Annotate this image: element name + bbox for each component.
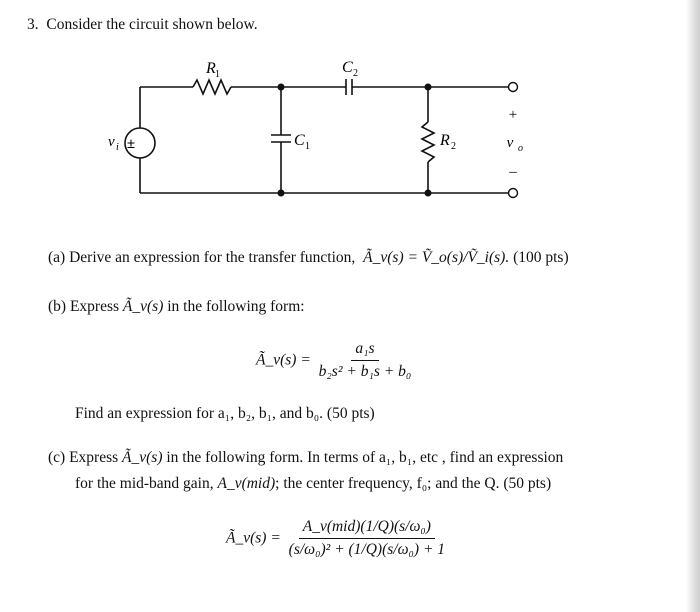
part-c-line2: for the mid-band gain, A_v(mid); the cen… [75, 475, 551, 493]
junction-dot [277, 83, 285, 91]
junction-dot [277, 189, 285, 197]
output-label: v [507, 135, 514, 151]
part-b-find: Find an expression for a₁, b₂, b₁, and b… [75, 405, 375, 422]
part-c-text-before: Express [69, 449, 119, 466]
output-terminal-top [507, 81, 519, 93]
source-sub: i [116, 142, 119, 153]
part-c-eq-num: A_v(mid)(1/Q)(s/ω₀) [298, 518, 435, 539]
r2-sub: 2 [451, 141, 456, 152]
problem-header: 3. Consider the circuit shown below. [27, 16, 258, 34]
part-a-formula: Ã_v(s) = Ṽ_o(s)/Ṽ_i(s). [363, 249, 510, 266]
part-b-label: (b) [48, 298, 67, 315]
output-sub: o [518, 143, 523, 154]
c2-label: C [342, 59, 353, 76]
part-a-points: (100 pts) [513, 249, 569, 266]
part-c-label: (c) [48, 449, 66, 466]
r2-resistor [420, 121, 436, 163]
output-minus: – [508, 164, 517, 180]
c2-sub: 2 [353, 68, 358, 79]
source-label: v [108, 134, 115, 150]
c1-sub: 1 [305, 141, 310, 152]
part-b-eq-num: a₁s [351, 340, 379, 361]
part-b-text-after: in the following form: [167, 298, 305, 315]
source-circle [124, 127, 156, 159]
problem-number: 3. [27, 16, 39, 33]
problem-intro: Consider the circuit shown below. [46, 16, 258, 33]
part-b-text-before: Express [69, 298, 120, 315]
c1-label: C [294, 132, 305, 149]
output-plus: + [509, 107, 517, 123]
part-b-eq-lhs: Ã_v(s) = [256, 351, 311, 369]
part-a-text: Derive an expression for the transfer fu… [69, 249, 356, 266]
r1-resistor [192, 77, 232, 97]
part-c-equation: Ã_v(s) = A_v(mid)(1/Q)(s/ω₀) (s/ω₀)² + (… [226, 518, 449, 559]
page-edge-shadow [686, 0, 700, 612]
part-b-eq-den: b₂s² + b₁s + b₀ [318, 363, 412, 380]
part-a: (a) Derive an expression for the transfe… [48, 249, 569, 267]
part-b-intro: (b) Express Ã_v(s) in the following form… [48, 298, 305, 316]
part-c-eq-lhs: Ã_v(s) = [226, 529, 281, 547]
part-c-line1: (c) Express Ã_v(s) in the following form… [48, 449, 563, 467]
part-c-fraction: A_v(mid)(1/Q)(s/ω₀) (s/ω₀)² + (1/Q)(s/ω₀… [285, 518, 449, 559]
part-c-text-after: in the following form. In terms of a₁, b… [166, 449, 564, 466]
part-c-eq-den: (s/ω₀)² + (1/Q)(s/ω₀) + 1 [288, 541, 446, 558]
junction-dot [424, 189, 432, 197]
part-c-line2-a: for the mid-band gain, [75, 475, 214, 492]
source-symbol: ± [127, 136, 135, 152]
circuit-diagram: ± v i R 1 C 2 C 1 R 2 + v o – [108, 59, 523, 199]
r1-sub: 1 [215, 69, 220, 80]
part-c-func: Ã_v(s) [122, 449, 163, 466]
output-terminal-bottom [507, 187, 519, 199]
r1-label: R [205, 60, 216, 77]
part-b-equation: Ã_v(s) = a₁s b₂s² + b₁s + b₀ [256, 340, 415, 381]
junction-dot [424, 83, 432, 91]
part-c-line2-b: ; the center frequency, f₀; and the Q. (… [275, 475, 552, 492]
part-a-label: (a) [48, 249, 66, 266]
part-c-gain-symbol: A_v(mid) [217, 475, 276, 492]
part-b-func: Ã_v(s) [122, 298, 164, 315]
r2-label: R [439, 132, 450, 149]
part-b-fraction: a₁s b₂s² + b₁s + b₀ [315, 340, 416, 381]
